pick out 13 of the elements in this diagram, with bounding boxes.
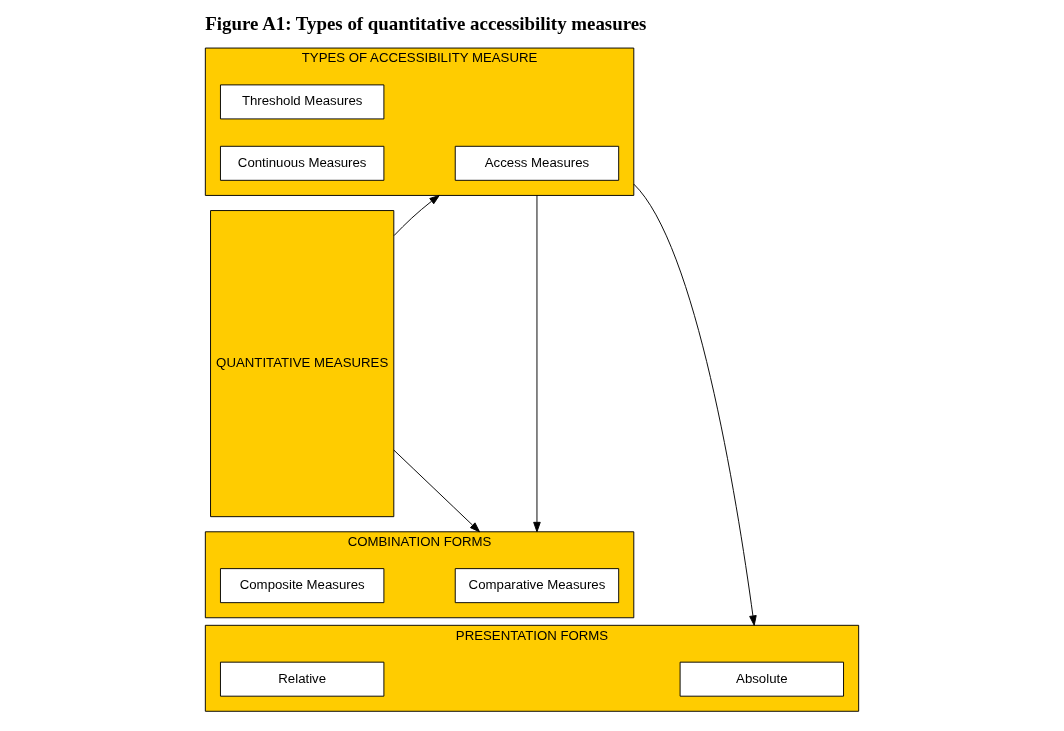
node-box: Absolute xyxy=(679,661,844,697)
node-box: Relative xyxy=(220,661,385,697)
node-box: Comparative Measures xyxy=(454,568,620,604)
node-box: Threshold Measures xyxy=(220,84,385,120)
arrow xyxy=(393,449,480,533)
diagram-title: Figure A1: Types of quantitative accessibility measures xyxy=(205,13,647,35)
arrow xyxy=(533,194,541,533)
node-box: Access Measures xyxy=(454,145,620,181)
node-box: QUANTITATIVE MEASURES xyxy=(210,210,395,518)
node-box: Composite Measures xyxy=(220,568,385,604)
arrow xyxy=(393,194,440,237)
arrow xyxy=(633,183,757,626)
node-box: Continuous Measures xyxy=(220,145,385,181)
